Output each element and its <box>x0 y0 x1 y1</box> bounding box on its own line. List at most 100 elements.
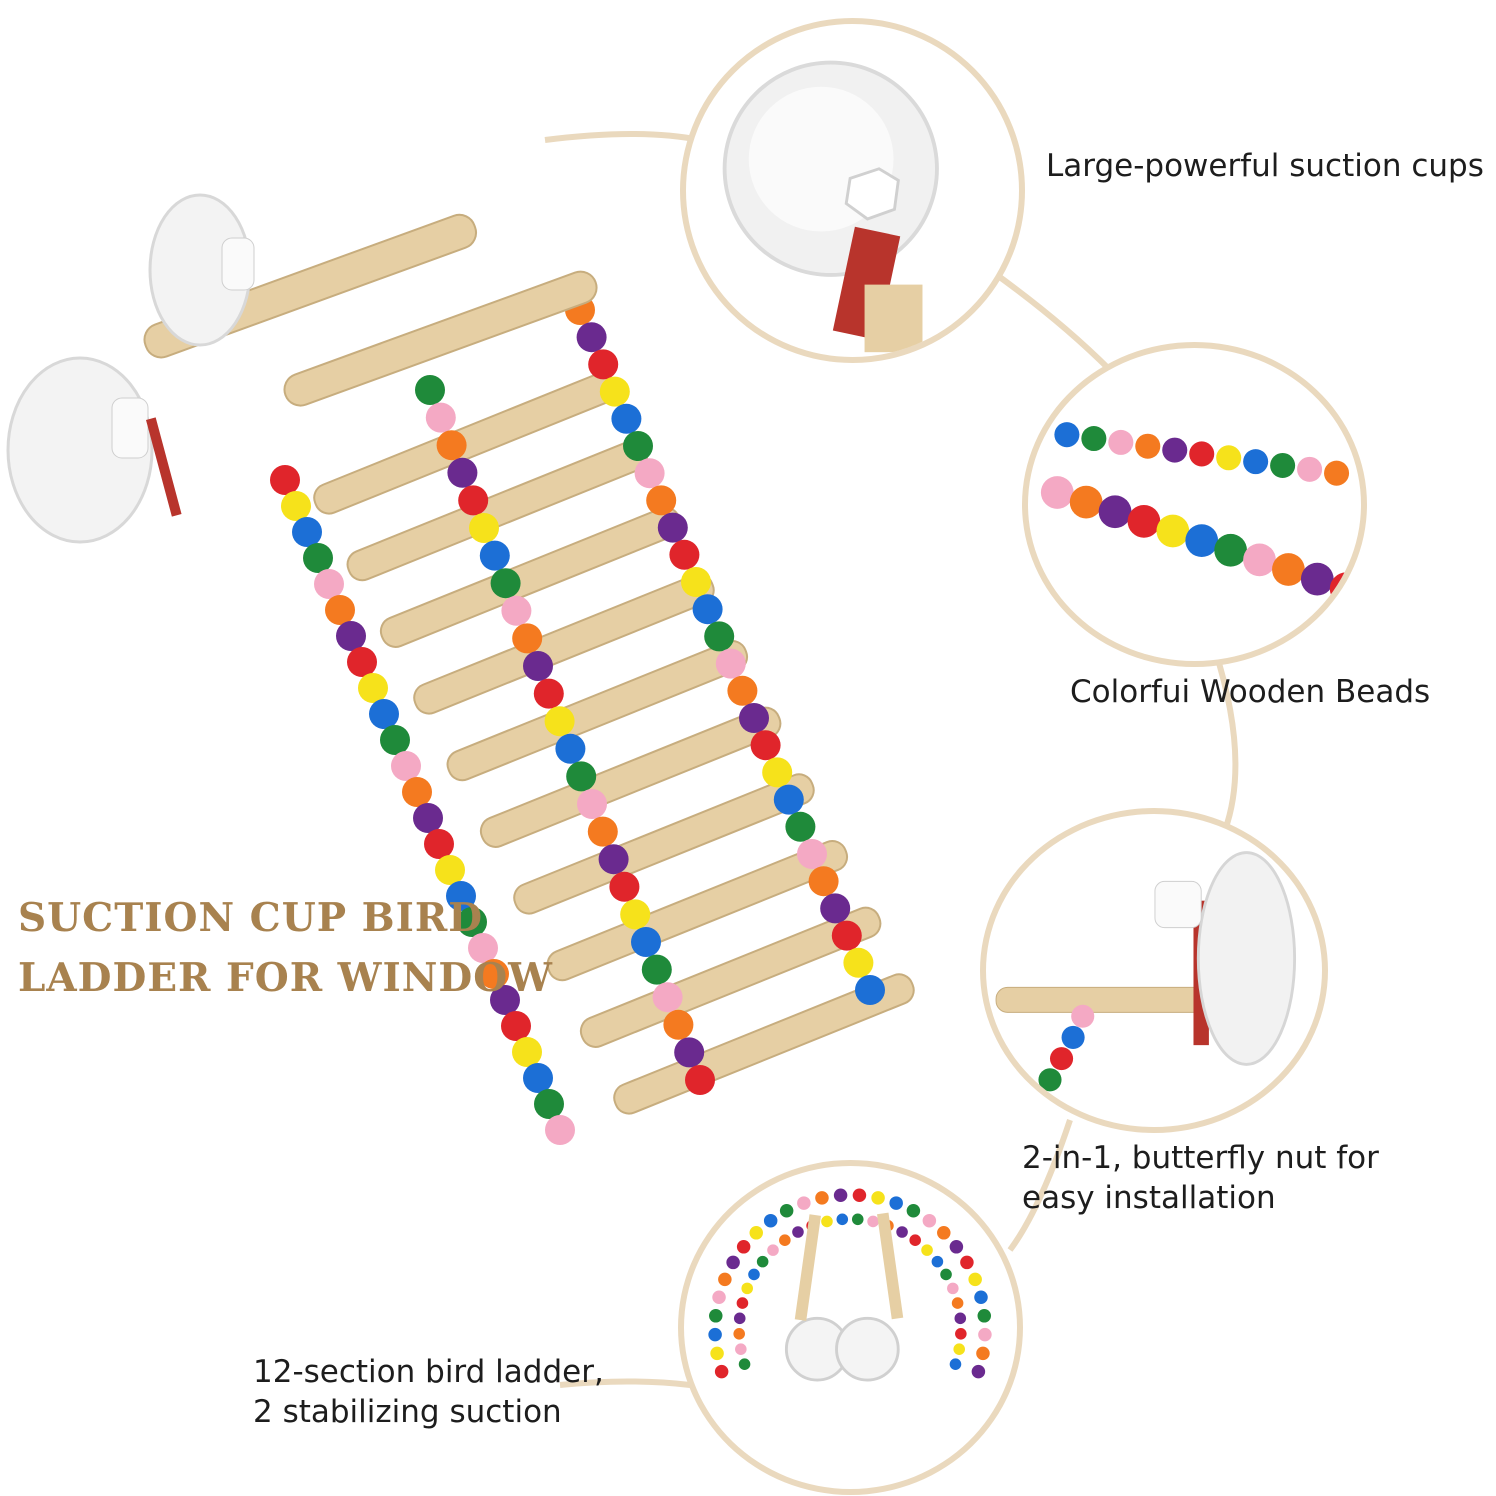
wooden-bead <box>779 1234 791 1246</box>
wooden-bead <box>955 1327 967 1340</box>
wooden-bead <box>402 777 432 807</box>
ladder-rung <box>546 840 849 982</box>
wooden-bead <box>940 1268 952 1281</box>
wooden-bead <box>739 703 769 733</box>
wooden-bead <box>738 1358 751 1370</box>
wooden-bead <box>523 651 553 681</box>
wooden-bead <box>544 706 575 737</box>
wooden-bead <box>609 871 640 902</box>
wooden-bead <box>545 1115 575 1145</box>
top-perch-back <box>283 270 598 407</box>
wooden-bead <box>977 1309 992 1323</box>
wooden-bead <box>871 1191 885 1205</box>
wooden-bead <box>779 1203 794 1218</box>
wooden-bead <box>598 844 629 875</box>
wooden-bead <box>851 1213 864 1226</box>
wooden-bead <box>976 1346 990 1361</box>
wooden-bead <box>458 485 489 516</box>
wooden-bead <box>669 539 700 570</box>
wooden-bead <box>971 1364 986 1379</box>
suction-cup-front <box>6 356 182 544</box>
wooden-bead <box>749 1226 763 1240</box>
wooden-bead <box>620 899 651 930</box>
wooden-bead <box>1098 495 1132 529</box>
wooden-bead <box>314 569 344 599</box>
wooden-bead <box>479 959 509 989</box>
wooden-bead <box>1135 433 1161 459</box>
ladder-sections-detail-bubble <box>678 1160 1023 1495</box>
wooden-bead <box>369 699 399 729</box>
wooden-bead <box>978 1327 992 1342</box>
wooden-bead <box>797 839 827 869</box>
wooden-bead <box>325 595 355 625</box>
wooden-bead <box>735 1343 747 1355</box>
ladder-rung <box>579 906 882 1048</box>
butterfly-nut-detail-bubble <box>980 808 1328 1133</box>
wooden-bead <box>391 751 421 781</box>
wooden-bead <box>692 594 723 625</box>
wooden-bead <box>960 1255 974 1270</box>
wooden-bead <box>949 1358 962 1370</box>
wooden-bead <box>490 985 520 1015</box>
wooden-bead <box>718 1272 732 1287</box>
wooden-bead <box>674 1037 705 1068</box>
wooden-bead <box>631 927 661 957</box>
wooden-bead <box>611 403 642 434</box>
suction-cup-detail-bubble <box>680 18 1025 363</box>
wooden-bead <box>447 457 478 488</box>
wooden-bead <box>773 784 804 815</box>
feature-label-suction-cups: Large-powerful suction cups <box>1046 146 1484 186</box>
wooden-bead <box>843 947 874 978</box>
wooden-bead <box>1189 441 1215 467</box>
wooden-bead <box>469 513 499 543</box>
wooden-bead <box>555 733 586 764</box>
wooden-bead <box>1324 460 1350 486</box>
feature-label-wooden-beads: Colorfui Wooden Beads <box>1070 672 1430 712</box>
wooden-bead <box>1127 504 1161 538</box>
feature-text-line-1: 12-section bird ladder, <box>253 1354 604 1390</box>
wooden-bead <box>1297 456 1323 482</box>
wooden-bead <box>652 982 683 1013</box>
wooden-bead <box>435 855 465 885</box>
wooden-bead <box>512 623 543 654</box>
feature-text: Large-powerful suction cups <box>1046 148 1484 184</box>
wooden-bead <box>1214 533 1247 567</box>
wooden-bead <box>663 1009 694 1040</box>
wooden-bead <box>587 816 618 847</box>
wooden-bead <box>733 1312 746 1325</box>
feature-text-line-1: 2-in-1, butterfly nut for <box>1022 1140 1379 1176</box>
wooden-bead <box>954 1312 967 1325</box>
wooden-bead <box>715 648 746 679</box>
wooden-bead <box>709 1309 723 1323</box>
wooden-bead <box>501 1011 531 1041</box>
wooden-bead <box>1081 426 1107 452</box>
wooden-bead <box>1162 437 1188 463</box>
wooden-bead <box>446 881 476 911</box>
product-headline: SUCTION CUP BIRD LADDER FOR WINDOW <box>18 888 553 1008</box>
wooden-bead <box>704 621 735 652</box>
wooden-bead <box>733 1327 745 1340</box>
wooden-bead <box>736 1240 751 1254</box>
wooden-bead <box>867 1215 879 1228</box>
wooden-bead <box>831 920 862 951</box>
wooden-bead <box>921 1244 933 1256</box>
wooden-bead <box>425 402 456 433</box>
wooden-bead <box>358 673 388 703</box>
wooden-bead <box>762 757 793 788</box>
wooden-bead <box>906 1203 921 1218</box>
wooden-bead <box>953 1343 965 1355</box>
wooden-bead <box>767 1244 779 1256</box>
beads-closeup-icon <box>1040 422 1361 606</box>
wooden-bead <box>750 730 781 761</box>
wooden-bead <box>748 1268 760 1281</box>
ladder-rung <box>513 773 815 915</box>
butterfly-nut-closeup-icon <box>995 851 1297 1092</box>
wooden-bead <box>1108 429 1134 455</box>
wooden-bead <box>534 1089 564 1119</box>
suction-cup-closeup-icon <box>722 60 939 353</box>
wooden-bead <box>512 1037 542 1067</box>
wooden-bead <box>413 803 443 833</box>
wooden-bead <box>576 322 607 353</box>
wooden-bead <box>821 1215 833 1228</box>
